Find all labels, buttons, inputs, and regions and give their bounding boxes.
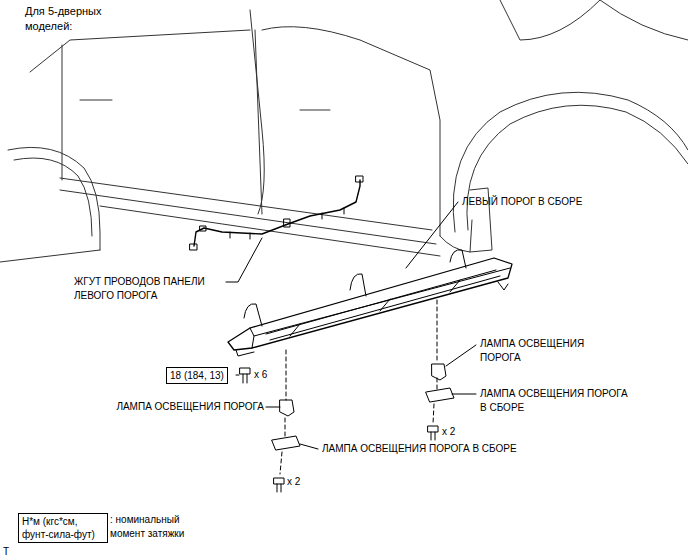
part-name: ЛАМПА ОСВЕЩЕНИЯ ПОРОГА В СБОРЕ: [322, 442, 517, 456]
quantity-mark: x 2: [442, 425, 455, 439]
running-board: [228, 250, 512, 356]
vehicle-outline: [0, 0, 688, 262]
heading-text: Для 5-дверных моделей:: [25, 4, 115, 34]
wire-harness: [190, 176, 363, 250]
lamps-and-fasteners: [240, 300, 454, 492]
legend-note: : номинальный момент затяжки: [110, 513, 205, 541]
torque-box: 18 (184, 13): [166, 367, 228, 384]
part-name: ЛАМПА ОСВЕЩЕНИЯ ПОРОГА: [480, 337, 600, 365]
figure-code: T: [3, 545, 9, 559]
part-name: ЖГУТ ПРОВОДОВ ПАНЕЛИ ЛЕВОГО ПОРОГА: [74, 275, 224, 303]
part-name: ЛАМПА ОСВЕЩЕНИЯ ПОРОГА В СБОРЕ: [480, 387, 634, 415]
quantity-mark: x 2: [287, 475, 300, 489]
box-text: 18 (184, 13): [170, 369, 224, 382]
box-text: Н*м (кгс*см, фунт-сила-фут): [22, 515, 104, 541]
quantity-mark: x 6: [254, 368, 267, 382]
part-name: ЛАМПА ОСВЕЩЕНИЯ ПОРОГА: [116, 400, 264, 414]
legend-box: Н*м (кгс*см, фунт-сила-фут): [18, 513, 108, 543]
part-name: ЛЕВЫЙ ПОРОГ В СБОРЕ: [462, 195, 582, 209]
